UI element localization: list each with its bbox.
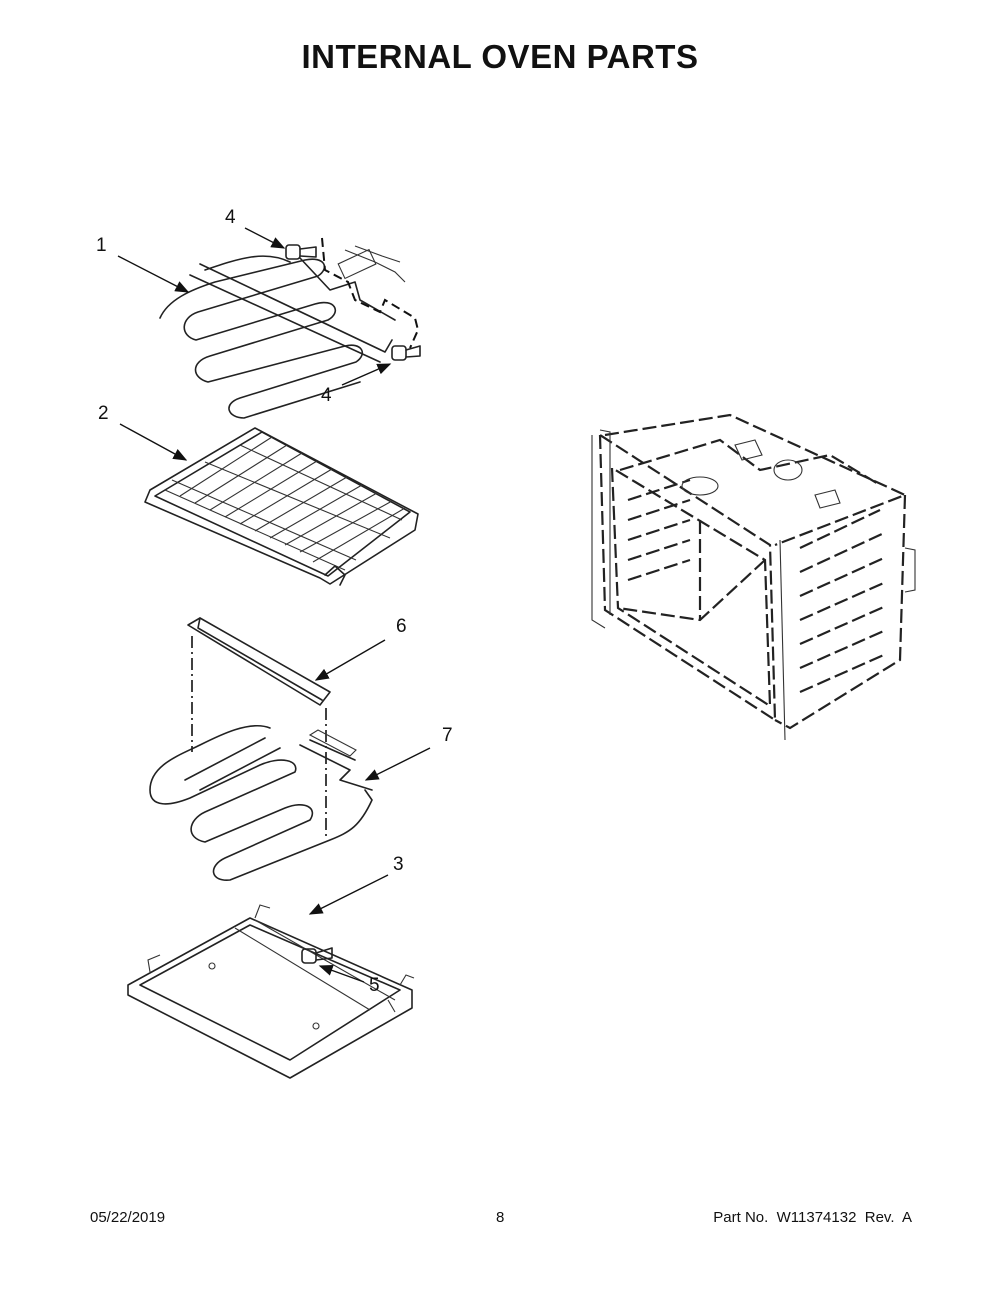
callout-5-leader: [318, 965, 365, 983]
callout-4-lower: 4: [321, 385, 332, 406]
callout-3: 3: [393, 854, 404, 875]
bottom-cover-panel[interactable]: [127, 904, 415, 1079]
broil-element[interactable]: [149, 724, 373, 881]
screw-upper[interactable]: [285, 244, 317, 260]
oven-rack[interactable]: [144, 427, 419, 586]
screw-lower[interactable]: [391, 345, 421, 361]
page-title: INTERNAL OVEN PARTS: [301, 38, 699, 75]
callout-4-upper: 4: [225, 207, 236, 228]
callout-7: 7: [442, 725, 453, 746]
callout-1-leader: [117, 255, 190, 293]
broil-element-bracket[interactable]: [187, 617, 331, 706]
callout-5: 5: [369, 975, 380, 996]
footer-date: 05/22/2019: [90, 1209, 166, 1226]
footer-page-number: 8: [496, 1209, 505, 1226]
callout-4b-leader: [341, 363, 392, 386]
callout-4a-leader: [244, 227, 286, 249]
callout-6-leader: [314, 639, 386, 681]
callout-1: 1: [96, 235, 107, 256]
bottom-cover-screw[interactable]: [301, 947, 333, 964]
bake-element[interactable]: [159, 245, 406, 419]
footer-part-number: Part No. W11374132 Rev. A: [713, 1209, 912, 1226]
callout-2: 2: [98, 403, 109, 424]
callout-7-leader: [364, 747, 431, 781]
callout-3-leader: [308, 874, 389, 915]
callout-2-leader: [119, 423, 188, 461]
callout-6: 6: [396, 616, 407, 637]
oven-cavity[interactable]: [591, 413, 916, 741]
